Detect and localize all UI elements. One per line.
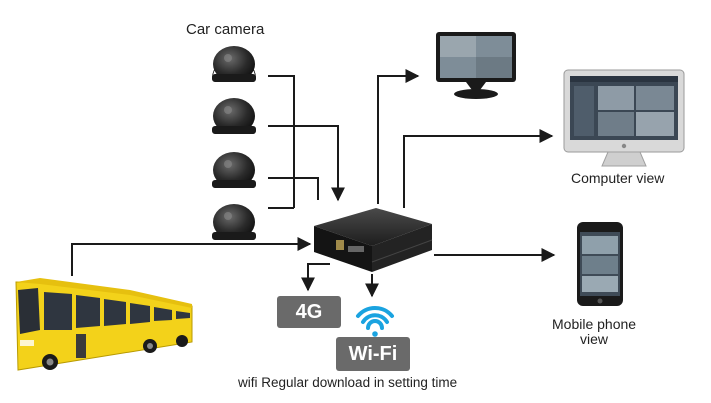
car-camera-2 [212,98,256,134]
mobile-label-line1: Mobile phone [552,316,637,332]
wifi-download-note: wifi Regular download in setting time [238,375,458,390]
dvr-to-computer-arrow [403,129,554,208]
car-camera-4 [212,204,256,240]
mobile-phone-view-label: Mobile phone view [552,317,636,347]
camera-connectors [268,75,345,209]
car-camera-label: Car camera [186,21,265,38]
dvr-to-monitor-arrow [377,69,420,204]
mobile-label-line2: view [580,331,609,347]
wifi-badge: Wi-Fi [336,337,410,371]
dvr-to-4g-arrow [301,263,330,292]
bus-to-dvr-arrow [71,237,312,276]
wifi-icon [356,305,394,337]
4g-badge: 4G [277,296,341,328]
computer-monitor [563,69,685,167]
bus-image [15,278,193,371]
mobile-dvr-device [314,208,433,272]
computer-view-label: Computer view [571,170,665,186]
car-camera-3 [212,152,256,188]
car-monitor [436,32,516,99]
car-camera-1 [212,46,256,82]
mobile-phone [577,222,623,306]
